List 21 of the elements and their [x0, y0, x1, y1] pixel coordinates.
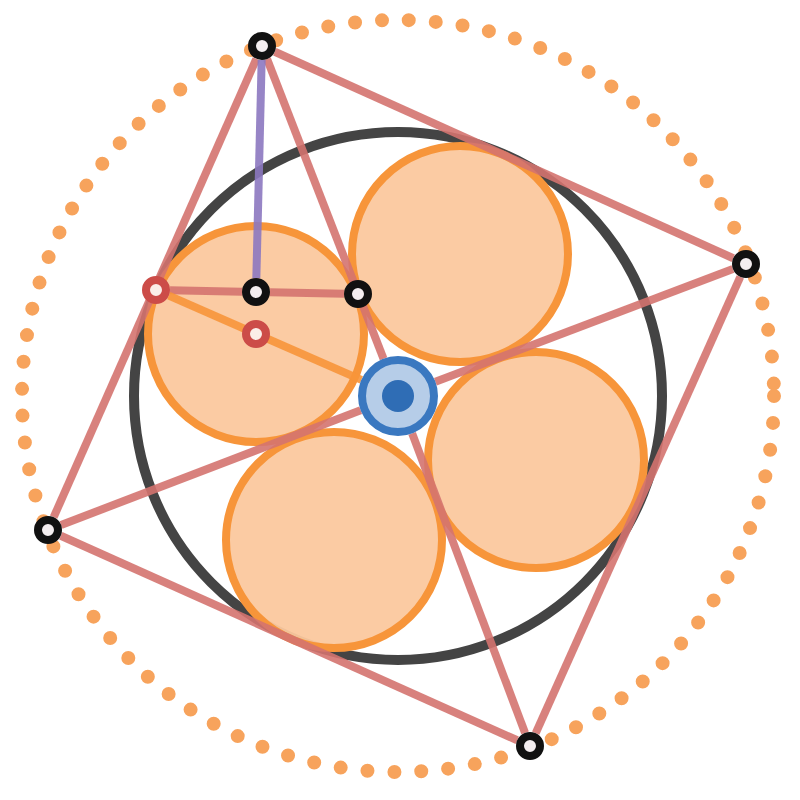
point-marker — [358, 356, 438, 436]
point-marker — [344, 280, 372, 308]
point-marker — [34, 516, 62, 544]
point-marker — [242, 278, 270, 306]
line-segment — [59, 406, 363, 529]
point-marker — [248, 32, 276, 60]
line-segment — [434, 265, 735, 386]
line-segment — [50, 57, 260, 519]
point-marker — [242, 320, 270, 348]
line-segment — [532, 275, 744, 735]
point-marker — [732, 250, 760, 278]
line-segment — [408, 432, 529, 735]
point-marker — [516, 732, 544, 760]
line-segment — [167, 291, 363, 384]
line-segment — [252, 59, 266, 279]
line-segment — [169, 286, 243, 296]
line-segment — [263, 57, 388, 361]
line-segment — [273, 48, 735, 262]
point-marker — [142, 276, 170, 304]
line-segment — [59, 532, 519, 744]
line-segment — [269, 288, 345, 298]
